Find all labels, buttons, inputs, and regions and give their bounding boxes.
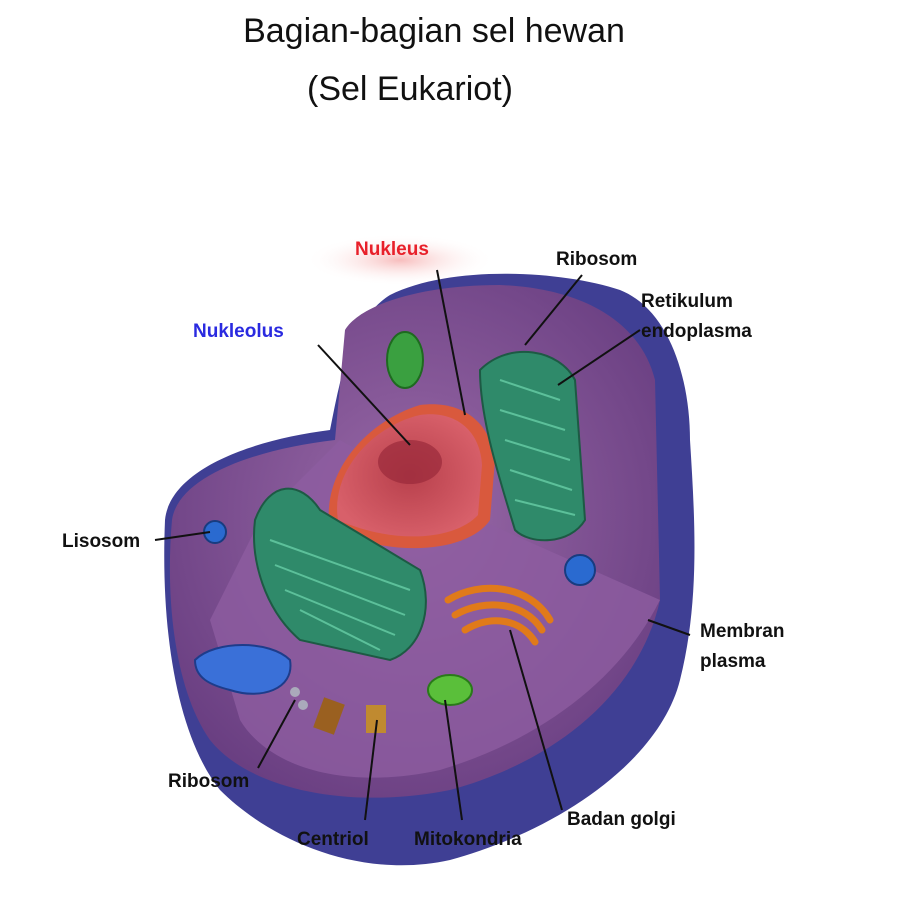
ribosome-dot [298, 700, 308, 710]
mitochondrion-bottom [427, 674, 473, 706]
mitochondrion-top [386, 331, 424, 389]
nucleolus [378, 440, 442, 484]
rough-er-right [478, 350, 587, 542]
diagram-subtitle: (Sel Eukariot) [307, 70, 513, 108]
label-membran-line1: Membran [700, 621, 784, 642]
label-badan-golgi: Badan golgi [567, 809, 676, 830]
centriol-2 [366, 705, 386, 733]
golgi-body [444, 584, 554, 646]
label-retikulum-line1: Retikulum [641, 291, 733, 312]
diagram-title: Bagian-bagian sel hewan [243, 12, 625, 50]
label-membran-line2: plasma [700, 651, 766, 672]
highlight-glow [305, 234, 495, 286]
label-mitokondria: Mitokondria [414, 829, 522, 850]
ribosome-dot [290, 687, 300, 697]
label-retikulum-line2: endoplasma [641, 321, 752, 342]
leader-lines [154, 269, 691, 821]
centriol-1 [313, 697, 345, 735]
label-lisosom: Lisosom [62, 531, 140, 552]
lysosome-right [564, 554, 596, 586]
label-ribosom-bottom: Ribosom [168, 771, 249, 792]
label-centriol: Centriol [297, 829, 369, 850]
rough-er-left [253, 487, 427, 662]
label-ribosom-top: Ribosom [556, 249, 637, 270]
smooth-er [193, 644, 292, 695]
label-nukleolus: Nukleolus [193, 321, 284, 342]
label-nukleus: Nukleus [355, 239, 429, 260]
